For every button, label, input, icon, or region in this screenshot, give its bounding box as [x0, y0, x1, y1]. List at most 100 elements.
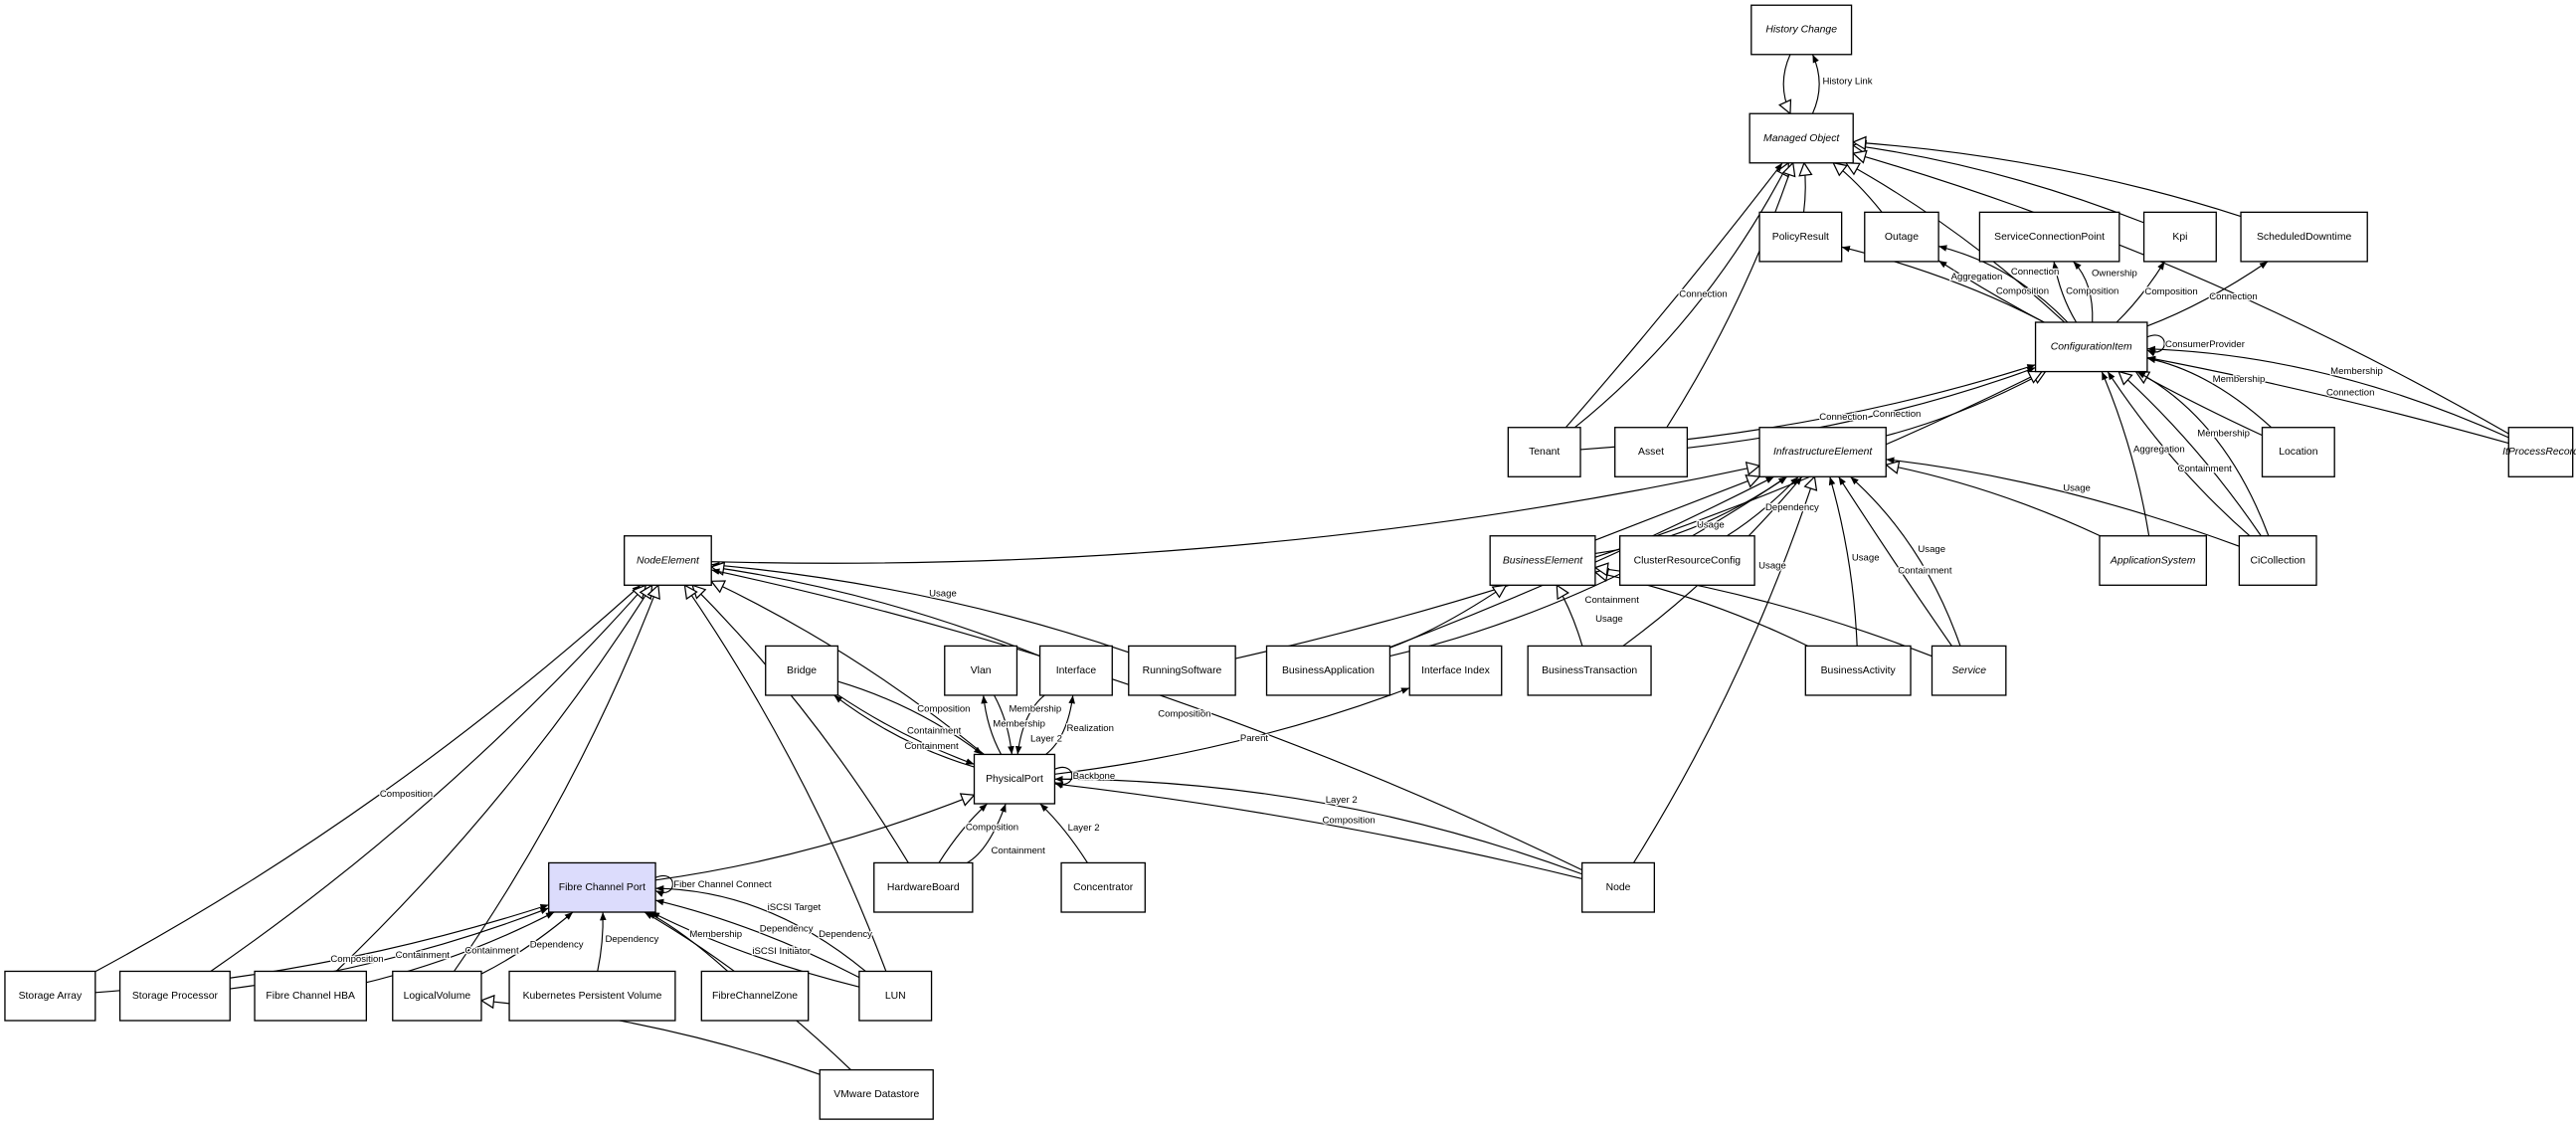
- class-node-bridge[interactable]: Bridge: [765, 645, 839, 696]
- class-node-ci-collection[interactable]: CiCollection: [2238, 535, 2317, 586]
- class-name: NodeElement: [637, 555, 700, 566]
- edge-label: Connection: [2011, 267, 2059, 278]
- edge-label: Composition: [1996, 285, 2049, 296]
- class-node-hardware-board[interactable]: HardwareBoard: [873, 861, 974, 913]
- association-arrow: [655, 884, 866, 972]
- association-arrow: [2116, 261, 2165, 323]
- edge-label: Membership: [2330, 366, 2383, 377]
- class-node-scheduled-downtime[interactable]: ScheduledDowntime: [2240, 211, 2368, 263]
- class-node-business-element[interactable]: BusinessElement: [1489, 535, 1596, 586]
- class-node-interface-index[interactable]: Interface Index: [1408, 645, 1503, 696]
- class-node-itprocess[interactable]: ItProcessRecord: [2502, 427, 2576, 477]
- class-node-scp[interactable]: ServiceConnectionPoint: [1978, 211, 2120, 263]
- class-node-asset[interactable]: Asset: [1614, 427, 1689, 477]
- edge-association: [654, 874, 673, 897]
- class-name: Fibre Channel Port: [559, 882, 645, 893]
- class-node-interface[interactable]: Interface: [1038, 645, 1113, 696]
- edge-label: Membership: [993, 718, 1045, 729]
- edge-label: Composition: [1322, 815, 1375, 826]
- edge-inheritance: [711, 581, 985, 755]
- class-node-storage-array[interactable]: Storage Array: [4, 970, 96, 1022]
- association-arrow: [650, 911, 860, 988]
- class-name: RunningSoftware: [1143, 665, 1222, 676]
- class-node-business-tx[interactable]: BusinessTransaction: [1527, 645, 1652, 696]
- class-node-node-element[interactable]: NodeElement: [624, 535, 712, 586]
- class-name: InfrastructureElement: [1773, 447, 1873, 458]
- edge-label: iSCSI Target: [768, 902, 822, 913]
- class-node-storage-processor[interactable]: Storage Processor: [118, 970, 231, 1022]
- edge-inheritance: [335, 585, 652, 972]
- edge-label: Realization: [1067, 723, 1114, 734]
- edge-association: [711, 562, 1129, 654]
- edge-label: Layer 2: [1326, 795, 1358, 806]
- class-node-business-app[interactable]: BusinessApplication: [1265, 645, 1391, 696]
- association-arrow: [981, 694, 1003, 755]
- class-node-running-sw[interactable]: RunningSoftware: [1128, 645, 1236, 696]
- association-arrow: [1045, 694, 1075, 755]
- inheritance-arrow: [1557, 585, 1583, 647]
- edge-association: [833, 694, 975, 768]
- class-name: Storage Array: [19, 991, 83, 1002]
- class-node-vmware-ds[interactable]: VMware Datastore: [819, 1068, 934, 1120]
- class-node-node[interactable]: Node: [1581, 861, 1656, 913]
- edge-association: [1564, 162, 1783, 429]
- class-node-k8s-pv[interactable]: Kubernetes Persistent Volume: [508, 970, 676, 1022]
- class-node-ci[interactable]: ConfigurationItem: [2034, 321, 2148, 373]
- class-node-lun[interactable]: LUN: [858, 970, 933, 1022]
- edge-label: Containment: [2178, 464, 2233, 474]
- inheritance-arrow: [1389, 585, 1506, 649]
- class-node-vlan[interactable]: Vlan: [944, 645, 1018, 696]
- class-name: BusinessActivity: [1821, 665, 1897, 676]
- class-box: [1618, 535, 1755, 586]
- class-node-fcp[interactable]: Fibre Channel Port: [548, 861, 656, 913]
- edge-inheritance: [711, 567, 1040, 657]
- class-box: [4, 970, 96, 1022]
- edge-association: [597, 911, 607, 972]
- class-node-logical-volume[interactable]: LogicalVolume: [392, 970, 482, 1022]
- class-node-managed-object[interactable]: Managed Object: [1748, 112, 1854, 164]
- class-node-fc-zone[interactable]: FibreChannelZone: [700, 970, 810, 1022]
- class-box: [2261, 427, 2335, 477]
- association-arrow: [2146, 345, 2509, 439]
- class-node-physical-port[interactable]: PhysicalPort: [973, 753, 1056, 805]
- edge-association: [654, 898, 860, 979]
- class-node-fc-hba[interactable]: Fibre Channel HBA: [254, 970, 368, 1022]
- inheritance-arrow: [1853, 153, 2509, 435]
- class-name: FibreChannelZone: [712, 991, 798, 1002]
- association-arrow: [1054, 687, 1410, 775]
- edge-label: Containment: [991, 845, 1045, 856]
- class-box: [1489, 535, 1596, 586]
- inheritance-arrow: [1594, 476, 1759, 541]
- class-node-service[interactable]: Service: [1931, 645, 2007, 696]
- edge-label: Composition: [380, 789, 433, 800]
- class-node-outage[interactable]: Outage: [1864, 211, 1939, 263]
- class-name: History Change: [1765, 25, 1837, 36]
- class-name: ScheduledDowntime: [2257, 232, 2352, 243]
- edge-label: Dependency: [760, 923, 814, 934]
- class-node-location[interactable]: Location: [2261, 427, 2335, 477]
- edge-label: Ownership: [2092, 268, 2137, 279]
- edge-label: Connection: [1819, 412, 1867, 423]
- association-arrow: [711, 562, 1129, 654]
- edge-association: [1886, 457, 2240, 547]
- class-node-concentrator[interactable]: Concentrator: [1060, 861, 1146, 913]
- edge-inheritance: [2118, 372, 2262, 537]
- class-node-business-activity[interactable]: BusinessActivity: [1804, 645, 1912, 696]
- association-arrow: [1054, 766, 1073, 789]
- association-arrow: [654, 874, 673, 897]
- class-node-tenant[interactable]: Tenant: [1507, 427, 1581, 477]
- class-node-kpi[interactable]: Kpi: [2142, 211, 2217, 263]
- association-arrow: [938, 803, 989, 863]
- class-node-app-system[interactable]: ApplicationSystem: [2099, 535, 2208, 586]
- edge-inheritance: [1853, 145, 2144, 224]
- edge-label: ConsumerProvider: [2165, 339, 2246, 350]
- edge-label: Composition: [2144, 286, 2197, 297]
- class-node-cluster-rc[interactable]: ClusterResourceConfig: [1618, 535, 1755, 586]
- class-node-policy-result[interactable]: PolicyResult: [1758, 211, 1843, 263]
- edge-association: [1828, 476, 1858, 647]
- edge-association: [2146, 355, 2509, 445]
- edge-association: [1850, 475, 1961, 647]
- class-node-history-change[interactable]: History Change: [1750, 4, 1853, 56]
- class-node-infra[interactable]: InfrastructureElement: [1758, 427, 1887, 477]
